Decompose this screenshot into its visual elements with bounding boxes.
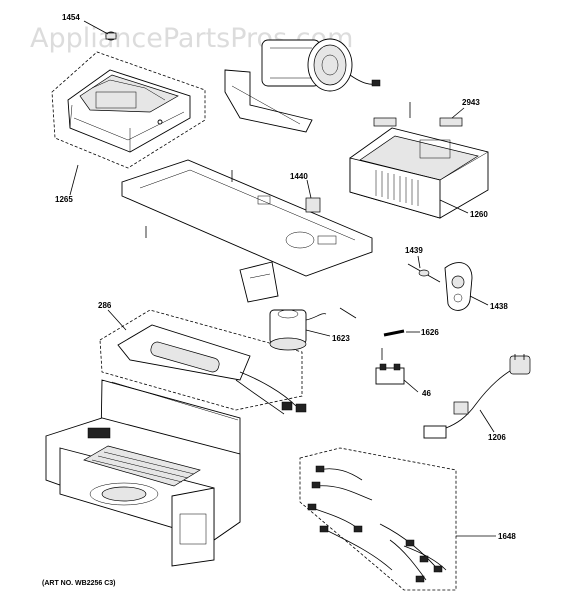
callout-1260[interactable]: 1260 bbox=[470, 210, 488, 219]
part-1438-thermostat[interactable] bbox=[444, 262, 473, 311]
art-number: (ART NO. WB2256 C3) bbox=[42, 580, 116, 587]
callout-1454[interactable]: 1454 bbox=[62, 13, 80, 22]
part-1623-motor[interactable] bbox=[269, 309, 327, 351]
callout-1623[interactable]: 1623 bbox=[332, 334, 350, 343]
part-1260-hv-assembly[interactable] bbox=[349, 127, 489, 219]
leader-1454 bbox=[83, 20, 109, 35]
group-1265-outline bbox=[51, 51, 206, 169]
leader-1623 bbox=[305, 329, 331, 337]
leader-1260 bbox=[439, 199, 469, 214]
leader-1440 bbox=[306, 179, 312, 199]
motor-pin bbox=[339, 307, 357, 319]
leader-1265 bbox=[69, 164, 79, 196]
callout-1626[interactable]: 1626 bbox=[421, 328, 439, 337]
leader-46 bbox=[403, 379, 419, 393]
callout-1438[interactable]: 1438 bbox=[490, 302, 508, 311]
base-plate[interactable] bbox=[121, 159, 373, 277]
leader-2943 bbox=[451, 107, 465, 119]
fan-bracket[interactable] bbox=[224, 69, 313, 133]
callout-1206[interactable]: 1206 bbox=[488, 433, 506, 442]
part-1206-power-cord[interactable] bbox=[423, 354, 531, 439]
part-286-assembly[interactable] bbox=[117, 324, 307, 415]
part-1648-wire-harness[interactable] bbox=[307, 465, 447, 583]
oven-cavity[interactable] bbox=[45, 379, 241, 567]
part-1626-rod[interactable] bbox=[383, 329, 405, 337]
part-1439-fuse[interactable] bbox=[407, 263, 441, 283]
leader-1206 bbox=[479, 409, 495, 433]
part-2943-clips[interactable] bbox=[373, 117, 463, 127]
callout-1440[interactable]: 1440 bbox=[290, 172, 308, 181]
callout-1648[interactable]: 1648 bbox=[498, 532, 516, 541]
group-1648-outline bbox=[299, 447, 457, 591]
callout-46[interactable]: 46 bbox=[422, 389, 431, 398]
leader-286 bbox=[107, 309, 127, 331]
part-1265-air-duct[interactable] bbox=[67, 69, 191, 153]
callout-2943[interactable]: 2943 bbox=[462, 98, 480, 107]
part-46-switch[interactable] bbox=[375, 363, 405, 385]
leader-1438 bbox=[469, 295, 489, 306]
group-286-outline bbox=[99, 309, 303, 411]
callout-1439[interactable]: 1439 bbox=[405, 246, 423, 255]
part-1440-gasket[interactable] bbox=[305, 197, 321, 213]
part-1454-clip[interactable] bbox=[105, 31, 117, 41]
motor-bracket[interactable] bbox=[239, 261, 279, 303]
callout-1265[interactable]: 1265 bbox=[55, 195, 73, 204]
callout-286[interactable]: 286 bbox=[98, 301, 112, 310]
fan-motor[interactable] bbox=[261, 38, 381, 92]
leader-1439 bbox=[417, 255, 421, 269]
